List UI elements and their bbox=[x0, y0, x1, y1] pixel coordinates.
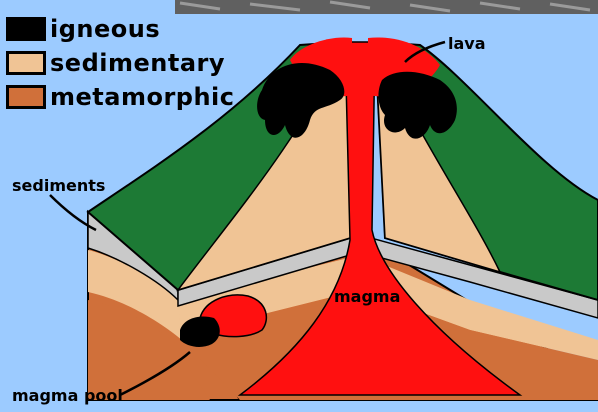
metamorphic-swatch bbox=[6, 85, 46, 109]
rocky-strip bbox=[175, 0, 598, 14]
legend: igneous sedimentary metamorphic bbox=[6, 12, 235, 114]
sediments-label: sediments bbox=[12, 176, 105, 195]
lava-label: lava bbox=[448, 34, 486, 53]
legend-item-igneous: igneous bbox=[6, 12, 235, 46]
legend-label-sedimentary: sedimentary bbox=[50, 49, 225, 77]
legend-item-metamorphic: metamorphic bbox=[6, 80, 235, 114]
sedimentary-swatch bbox=[6, 51, 46, 75]
magma-label: magma bbox=[334, 287, 400, 306]
legend-item-sedimentary: sedimentary bbox=[6, 46, 235, 80]
igneous-swatch bbox=[6, 17, 46, 41]
legend-label-igneous: igneous bbox=[50, 15, 160, 43]
magma-pool-label: magma pool bbox=[12, 386, 123, 405]
legend-label-metamorphic: metamorphic bbox=[50, 83, 235, 111]
